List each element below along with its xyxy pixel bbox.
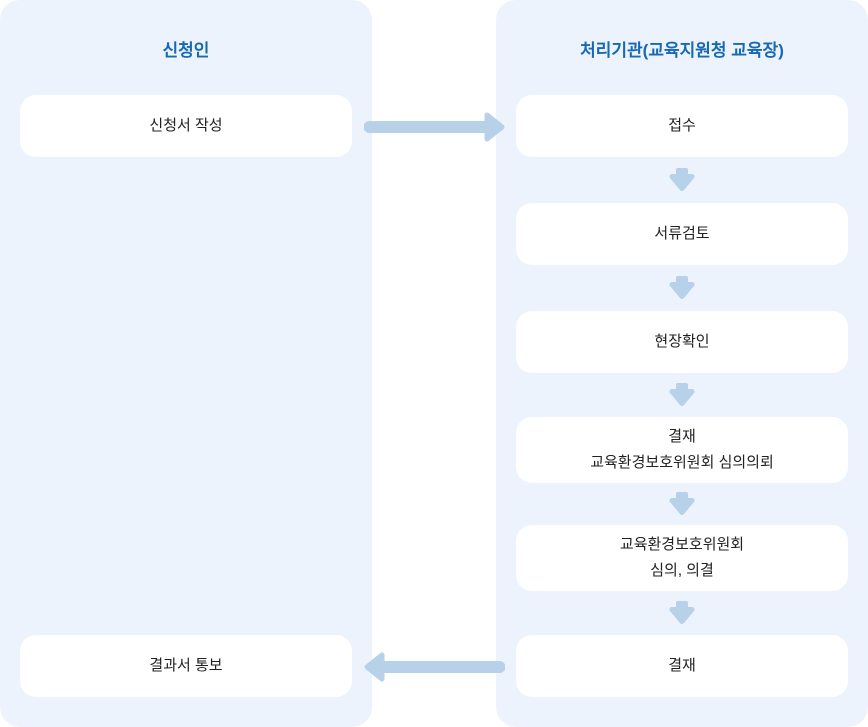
step-committee-deliberation: 교육환경보호위원회 심의, 의결	[516, 525, 848, 591]
arrow-left-icon	[363, 649, 505, 685]
step-label: 결재	[668, 657, 696, 674]
step-label: 교육환경보호위원회 심의의뢰	[590, 454, 774, 471]
step-label: 심의, 의결	[650, 562, 714, 579]
step-document-review: 서류검토	[516, 203, 848, 265]
step-label: 서류검토	[654, 225, 710, 242]
arrow-down-icon	[668, 601, 696, 625]
step-label: 결재	[668, 428, 696, 445]
panel-applicant: 신청인 신청서 작성 결과서 통보	[0, 0, 372, 727]
arrow-down-icon	[668, 492, 696, 516]
step-label: 결과서 통보	[149, 657, 223, 674]
panel-agency: 처리기관(교육지원청 교육장) 접수 서류검토 현장확인	[496, 0, 868, 727]
panel-applicant-title: 신청인	[162, 41, 210, 60]
step-receipt: 접수	[516, 95, 848, 157]
step-result-notification: 결과서 통보	[20, 635, 352, 697]
arrow-down-icon	[668, 276, 696, 300]
step-write-application: 신청서 작성	[20, 95, 352, 157]
step-label: 접수	[668, 117, 696, 134]
step-label: 교육환경보호위원회	[619, 536, 745, 553]
panel-agency-title: 처리기관(교육지원청 교육장)	[580, 41, 784, 60]
step-site-check: 현장확인	[516, 311, 848, 373]
step-label: 신청서 작성	[149, 117, 223, 134]
arrow-down-icon	[668, 383, 696, 407]
step-final-approval: 결재	[516, 635, 848, 697]
arrow-down-icon	[668, 168, 696, 192]
step-label: 현장확인	[654, 333, 710, 350]
step-approval-referral: 결재 교육환경보호위원회 심의의뢰	[516, 417, 848, 483]
arrow-right-icon	[364, 109, 506, 145]
